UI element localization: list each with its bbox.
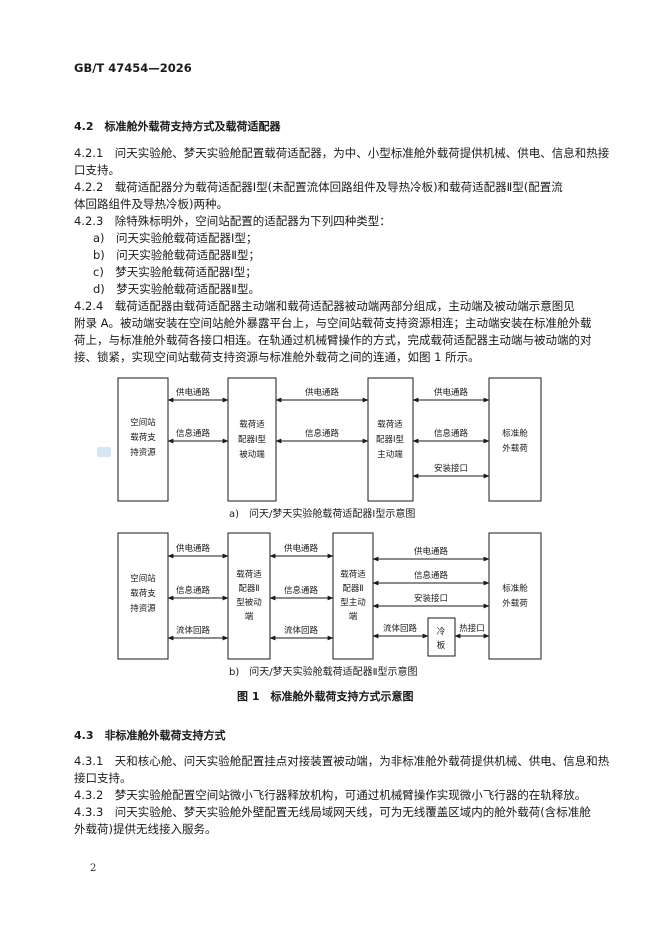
arrow-label: 信息通路 — [434, 428, 469, 439]
clause-4-2-2-line1: 4.2.2 载荷适配器分为载荷适配器Ⅰ型(未配置流体回路组件及导热冷板)和载荷适… — [74, 180, 563, 194]
active-label: 端 — [349, 611, 358, 622]
clause-4-3-1-line1: 4.3.1 天和核心舱、问天实验舱配置挂点对接装置被动端，为非标准舱外载荷提供机… — [74, 754, 610, 768]
passive-box-b — [227, 532, 271, 660]
passive-label: 型被动 — [236, 597, 262, 608]
section-heading-4-2: 4.2 标准舱外载荷支持方式及载荷适配器 — [74, 120, 281, 133]
arrow-label: 供电通路 — [176, 387, 211, 398]
station-label: 持资源 — [130, 603, 156, 614]
caption-b: b) 问天/梦天实验舱载荷适配器Ⅱ型示意图 — [229, 667, 418, 678]
figure-1-diagrams: 空间站 载荷支 持资源 载荷适 配器Ⅰ型 被动端 载荷适 配器Ⅰ型 主动端 标准… — [117, 377, 542, 660]
active-label: 载荷适 — [377, 419, 403, 430]
passive-label: 配器Ⅰ型 — [238, 435, 267, 445]
arrow-label: 安装接口 — [414, 593, 448, 604]
page-number: 2 — [90, 863, 97, 874]
arrow-label: 供电通路 — [434, 387, 469, 398]
active-label: 型主动 — [340, 597, 366, 608]
clause-4-2-2-line2: 体回路组件及导热冷板)两种。 — [74, 197, 228, 211]
clause-4-2-4-line4: 接、锁紧，实现空间站载荷支持资源与标准舱外载荷之间的连通，如图 1 所示。 — [74, 350, 480, 364]
clause-4-3-2-line1: 4.3.2 梦天实验舱配置空间站微小飞行器释放机构，可通过机械臂操作实现微小飞行… — [74, 788, 587, 802]
list-item: d) 梦天实验舱载荷适配器Ⅱ型。 — [93, 282, 260, 296]
clause-4-3-3-line2: 外载荷)提供无线接入服务。 — [74, 822, 217, 836]
clause-4-2-1-line2: 口支持。 — [74, 163, 120, 177]
caption-a: a) 问天/梦天实验舱载荷适配器Ⅰ型示意图 — [229, 509, 416, 520]
figure-title: 图 1 标准舱外载荷支持方式示意图 — [237, 690, 414, 703]
arrow-label: 信息通路 — [176, 585, 211, 596]
active-label: 配器Ⅰ型 — [376, 435, 405, 445]
passive-label: 载荷适 — [236, 569, 262, 580]
station-label: 空间站 — [130, 573, 156, 584]
clause-4-2-3-line1: 4.2.3 除特殊标明外，空间站配置的适配器为下列四种类型： — [74, 214, 391, 228]
active-box-b — [332, 532, 374, 660]
list-item: c) 梦天实验舱载荷适配器Ⅰ型； — [93, 265, 257, 279]
passive-label: 端 — [245, 611, 254, 622]
section-heading-4-3: 4.3 非标准舱外载荷支持方式 — [74, 729, 226, 742]
list-item: b) 问天实验舱载荷适配器Ⅱ型； — [93, 248, 260, 262]
arrow-label: 供电通路 — [305, 387, 340, 398]
active-label: 配器Ⅱ — [342, 584, 363, 594]
arrow-label: 信息通路 — [305, 428, 340, 439]
station-label: 载荷支 — [130, 588, 156, 599]
payload-label: 外载荷 — [502, 598, 528, 609]
coldplate-label: 板 — [437, 640, 446, 651]
arrow-label: 供电通路 — [414, 546, 449, 557]
payload-box-b — [488, 532, 542, 660]
arrow-label: 安装接口 — [434, 463, 468, 474]
watermark-stamp — [97, 447, 111, 457]
payload-label: 标准舱 — [502, 583, 528, 594]
payload-label: 外载荷 — [502, 443, 528, 454]
payload-box-a — [488, 377, 542, 502]
station-label: 空间站 — [130, 417, 156, 428]
arrow-label: 供电通路 — [284, 543, 319, 554]
active-label: 主动端 — [377, 449, 403, 460]
standard-number: GB/T 47454—2026 — [74, 61, 192, 75]
payload-label: 标准舱 — [502, 428, 528, 439]
clause-4-3-1-line2: 接口支持。 — [74, 771, 132, 785]
clause-4-3-3-line1: 4.3.3 问天实验舱、梦天实验舱外壁配置无线局域网天线，可为无线覆盖区域内的舱… — [74, 805, 591, 819]
station-label: 载荷支 — [130, 432, 156, 443]
clause-4-2-4-line2: 附录 A。被动端安装在空间站舱外暴露平台上，与空间站载荷支持资源相连；主动端安装… — [74, 316, 592, 330]
passive-label: 配器Ⅱ — [238, 584, 259, 594]
arrow-label: 流体回路 — [284, 625, 319, 636]
clause-4-2-4-line1: 4.2.4 载荷适配器由载荷适配器主动端和载荷适配器被动端两部分组成，主动端及被… — [74, 299, 575, 313]
list-item: a) 问天实验舱载荷适配器Ⅰ型； — [93, 231, 258, 245]
clause-4-2-1-line1: 4.2.1 问天实验舱、梦天实验舱配置载荷适配器，为中、小型标准舱外载荷提供机械… — [74, 146, 610, 160]
arrow-label: 供电通路 — [176, 543, 211, 554]
active-label: 载荷适 — [340, 569, 366, 580]
arrow-label: 信息通路 — [284, 585, 319, 596]
arrow-label: 流体回路 — [176, 625, 211, 636]
passive-label: 载荷适 — [239, 419, 265, 430]
passive-label: 被动端 — [239, 449, 265, 460]
arrow-label: 热接口 — [459, 623, 485, 634]
station-label: 持资源 — [130, 447, 156, 458]
clause-4-2-4-line3: 荷上，与标准舱外载荷各接口相连。在轨通过机械臂操作的方式，完成载荷适配器主动端与… — [74, 333, 592, 347]
arrow-label: 信息通路 — [176, 428, 211, 439]
arrow-label: 流体回路 — [383, 623, 418, 634]
coldplate-label: 冷 — [437, 626, 446, 637]
arrow-label: 信息通路 — [414, 570, 449, 581]
